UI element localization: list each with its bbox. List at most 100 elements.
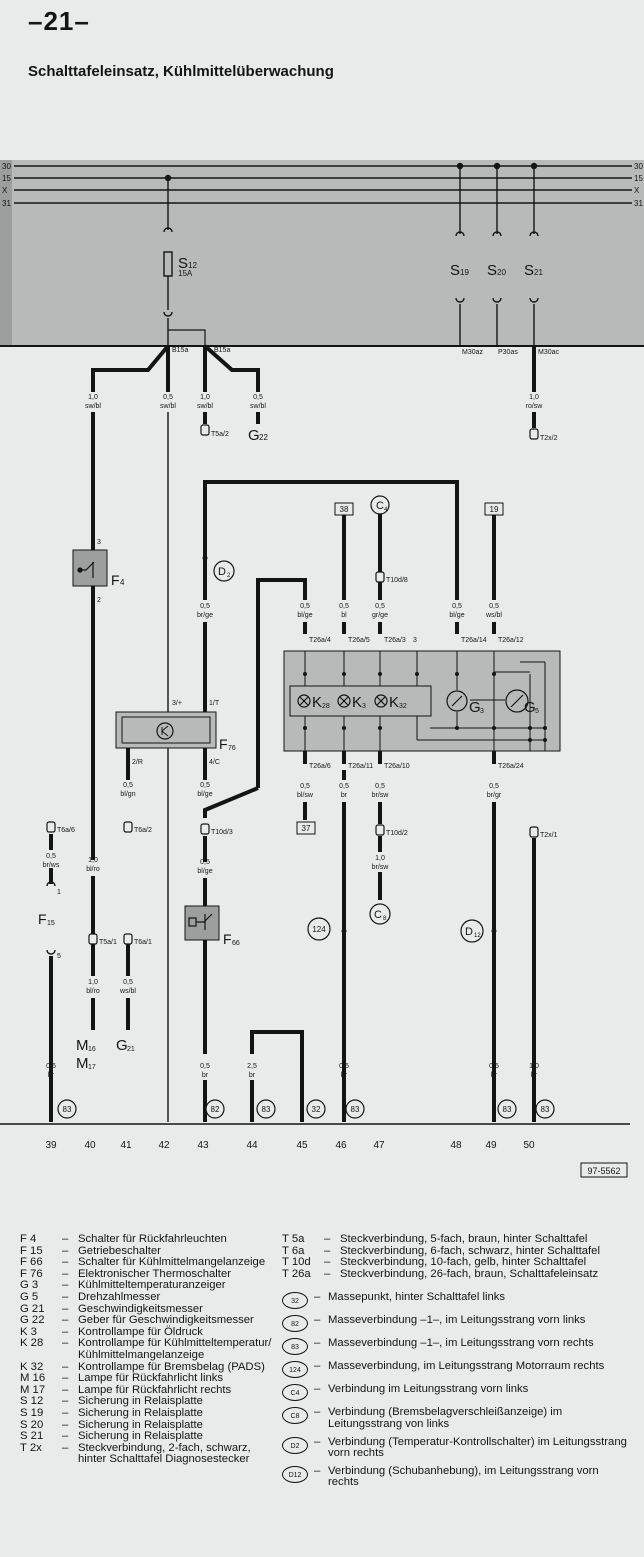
circle-c8-sub: 8 — [383, 916, 387, 922]
rail-x-left: X — [2, 186, 8, 195]
ground-83-c: 83 — [351, 1105, 360, 1114]
legend-dash: – — [62, 1383, 69, 1396]
legend-row: K 32–Kontrollampe für Bremsbelag (PADS) — [20, 1361, 282, 1374]
cluster-internal-wiring — [304, 651, 546, 751]
loop-wire-44-45 — [250, 1030, 304, 1122]
legend-text: Sicherung in Relaisplatte — [78, 1430, 203, 1443]
legend-text: Kühlmitteltemperaturanzeiger — [78, 1279, 226, 1292]
cluster-top-wires — [203, 514, 496, 788]
legend-circle-row: D2–Verbindung (Temperatur-Kontrollschalt… — [282, 1435, 632, 1460]
rail-15-left: 15 — [2, 174, 11, 183]
instrument-cluster — [283, 650, 561, 752]
legend-circle: 82 — [282, 1315, 308, 1333]
legend-row: K 28–Kontrollampe für Kühlmitteltemperat… — [20, 1337, 282, 1361]
legend-row: S 19–Sicherung in Relaisplatte — [20, 1406, 282, 1420]
k28-label: K — [312, 694, 322, 711]
thermo-switch-icon — [156, 722, 174, 740]
legend-dash: – — [324, 1267, 331, 1280]
col-50: 50 — [523, 1140, 535, 1151]
lamp-icons — [297, 689, 529, 713]
legend-dash: – — [62, 1418, 69, 1431]
cb-pin-3: T26a/10 — [384, 763, 410, 770]
warning-lamp-box — [289, 685, 432, 717]
col-43: 43 — [197, 1140, 209, 1151]
ground-32: 32 — [312, 1105, 321, 1114]
m16-label: M — [76, 1037, 89, 1054]
f15-symbol — [46, 881, 56, 955]
legend-text: Masseverbindung –1–, im Leitungsstrang v… — [328, 1337, 594, 1350]
legend-code: K 28 — [20, 1337, 44, 1350]
legend-row: T 2x–Steckverbindung, 2-fach, schwarz, h… — [20, 1441, 282, 1466]
f15-sub: 15 — [47, 920, 55, 927]
legend-text: Steckverbindung, 2-fach, schwarz, hinter… — [78, 1441, 251, 1466]
legend-code: T 6a — [282, 1244, 305, 1257]
wire-color-3: sw/bl — [197, 403, 213, 410]
legend-text: Lampe für Rückfahrlicht links — [78, 1372, 224, 1385]
legend-dash: – — [62, 1325, 69, 1338]
wb-color-2: br — [202, 1072, 209, 1079]
wire-brws-size: 0,5 — [46, 853, 56, 860]
wire-size-3: 1,0 — [200, 394, 210, 401]
legend-dash: – — [314, 1435, 321, 1448]
circle-d2 — [213, 560, 235, 582]
legend-code: F 4 — [20, 1233, 37, 1245]
legend-right: T 5a–Steckverbindung, 5-fach, braun, hin… — [282, 1233, 632, 1489]
junction-d12 — [491, 928, 497, 934]
legend-text: Masseverbindung –1–, im Leitungsstrang v… — [328, 1314, 586, 1327]
terminal-m30ac: M30ac — [538, 349, 560, 356]
fuse-s20-label: S — [487, 262, 497, 279]
legend-text: Verbindung im Leitungsstrang vorn links — [328, 1383, 529, 1396]
legend-dash: – — [314, 1464, 321, 1477]
legend-dash: – — [62, 1430, 69, 1443]
wire-size-1: 1,0 — [88, 394, 98, 401]
legend-dash: – — [62, 1290, 69, 1303]
legend-text: Schalter für Rückfahrleuchten — [78, 1233, 227, 1245]
cb-pin-2: T26a/11 — [348, 763, 373, 770]
wb-size-6: 1,0 — [529, 1063, 539, 1070]
connector-t6a-2: T6a/2 — [134, 827, 152, 834]
legend-circle: C4 — [282, 1384, 308, 1402]
cw-color-4: gr/ge — [372, 612, 388, 619]
wb-color-3: br — [249, 1072, 256, 1079]
legend-dash: – — [324, 1244, 331, 1257]
col-45: 45 — [296, 1140, 308, 1151]
cw-size-6: 0,5 — [489, 603, 499, 610]
connector-t2x-1 — [529, 826, 539, 838]
relay-fuses — [455, 162, 539, 346]
cb-size-4: 0,5 — [489, 783, 499, 790]
legend-dash: – — [62, 1395, 69, 1408]
legend-row: M 17–Lampe für Rückfahrlicht rechts — [20, 1383, 282, 1397]
legend-dash: – — [314, 1314, 321, 1327]
switch-f66 — [184, 905, 220, 941]
legend-code: F 66 — [20, 1256, 43, 1269]
m17-sub: 17 — [88, 1064, 96, 1071]
legend-row: T 6a–Steckverbindung, 6-fach, schwarz, h… — [282, 1244, 632, 1258]
circle-d2-text: D — [218, 566, 226, 578]
cluster-stubs-bottom — [303, 751, 496, 764]
legend-row: T 26a–Steckverbindung, 26-fach, braun, S… — [282, 1267, 632, 1281]
legend-circle-row: C8–Verbindung (Bremsbelagverschleißanzei… — [282, 1407, 632, 1430]
switch-f4-symbol — [77, 561, 95, 578]
circle-d12-sub: 12 — [474, 933, 481, 939]
wb-color-1: br — [48, 1072, 55, 1079]
legend-text: Lampe für Rückfahrlicht rechts — [78, 1383, 232, 1396]
rail-30-right: 30 — [634, 162, 643, 171]
circle-d2-sub: 2 — [227, 573, 231, 579]
col-39: 39 — [45, 1140, 57, 1151]
rail-31-right: 31 — [634, 199, 643, 208]
f76-pin-4: 4/C — [209, 759, 220, 766]
legend-row: G 5–Drehzahlmesser — [20, 1290, 282, 1304]
fuse-s12 — [163, 174, 173, 346]
legend-code: G 5 — [20, 1290, 39, 1303]
connector-t10d-8 — [375, 571, 385, 583]
circle-c8 — [369, 903, 391, 925]
wb-size-2: 0,5 — [200, 1063, 210, 1070]
f76-pin-1: 1/T — [209, 700, 220, 707]
panel-left-edge — [0, 160, 12, 346]
legend-dash: – — [62, 1406, 69, 1419]
wb-size-1: 0,5 — [46, 1063, 56, 1070]
legend-circle: D2 — [282, 1436, 308, 1454]
legend-dash: – — [62, 1372, 69, 1385]
cw-color-2: bl/ge — [297, 612, 312, 619]
connector-t2x-1-text: T2x/1 — [540, 832, 558, 839]
